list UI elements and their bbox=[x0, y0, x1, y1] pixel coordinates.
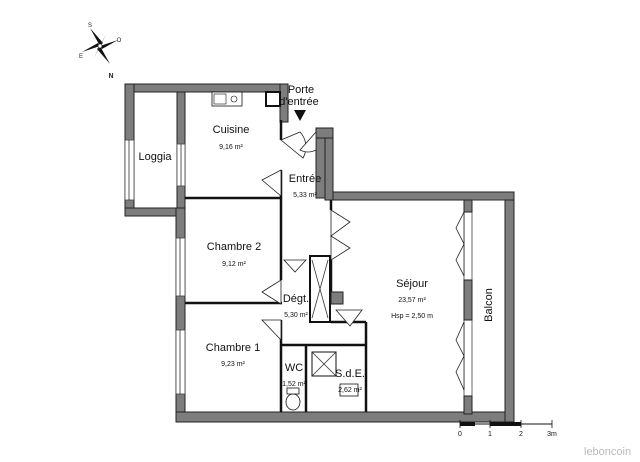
room-sejour-note: Hsp = 2,50 m bbox=[391, 313, 433, 320]
windows bbox=[124, 139, 473, 415]
scale-label-1: 1 bbox=[488, 431, 492, 438]
room-degt-name: Dégt. bbox=[283, 293, 309, 305]
room-sde-name: S.d.E. bbox=[335, 368, 365, 380]
room-sejour-area: 23,57 m² bbox=[398, 297, 426, 304]
room-wc-name: WC bbox=[285, 362, 303, 374]
room-chambre2-area: 9,12 m² bbox=[222, 261, 246, 268]
compass-label-o: O bbox=[117, 38, 122, 44]
room-entree-area: 5,33 m² bbox=[293, 192, 317, 199]
room-loggia-name: Loggia bbox=[138, 151, 172, 163]
compass-label-n: N bbox=[108, 73, 113, 80]
scale-label-0: 0 bbox=[458, 431, 462, 438]
entrance-arrow-icon bbox=[294, 110, 306, 121]
scale-label-3: 3m bbox=[547, 431, 557, 438]
room-chambre1-name: Chambre 1 bbox=[206, 342, 260, 354]
interior-walls bbox=[185, 120, 368, 412]
room-chambre1-area: 9,23 m² bbox=[221, 361, 245, 368]
room-sejour-name: Séjour bbox=[396, 278, 428, 290]
scale-label-2: 2 bbox=[519, 431, 523, 438]
room-balcon-name: Balcon bbox=[483, 288, 495, 322]
room-entree-name: Entrée bbox=[289, 173, 321, 185]
room-kitchen-name: Cuisine bbox=[213, 124, 250, 136]
room-chambre2-name: Chambre 2 bbox=[207, 241, 261, 253]
entrance-label-2: d'entrée bbox=[279, 96, 318, 108]
compass-rose-icon: S E O N bbox=[79, 23, 122, 80]
room-kitchen-area: 9,16 m² bbox=[219, 144, 243, 151]
kitchen-sink-icon bbox=[211, 91, 243, 107]
compass-label-s: S bbox=[88, 23, 92, 29]
room-degt-area: 5,30 m² bbox=[284, 312, 308, 319]
room-sde-area: 2,62 m² bbox=[338, 387, 362, 394]
entrance-label-1: Porte bbox=[288, 84, 314, 96]
scale-bar: 0 1 2 3m bbox=[458, 420, 557, 438]
doors bbox=[261, 130, 465, 391]
watermark: leboncoin bbox=[584, 446, 631, 458]
compass-label-e: E bbox=[79, 54, 83, 60]
room-wc-area: 1,52 m² bbox=[282, 381, 306, 388]
